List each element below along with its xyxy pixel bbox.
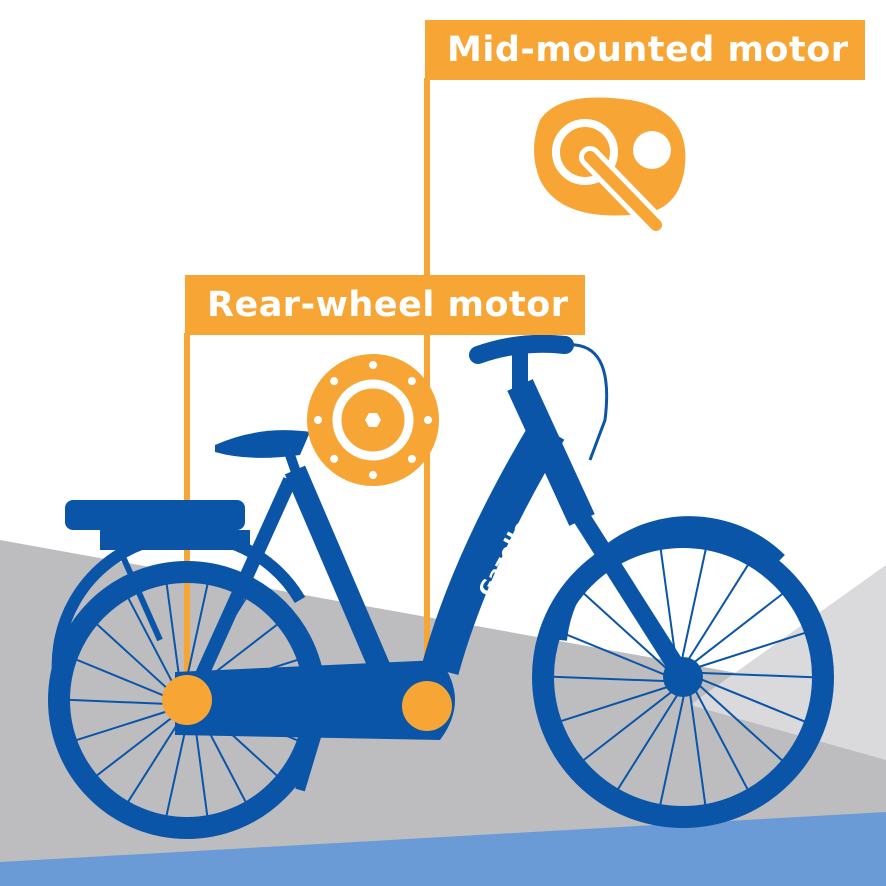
spoke bbox=[582, 683, 682, 762]
rear-motor-label: Rear-wheel motor bbox=[185, 275, 585, 335]
hub-bolt bbox=[330, 377, 339, 386]
spoke bbox=[678, 548, 707, 670]
spoke bbox=[690, 677, 784, 762]
spoke bbox=[560, 631, 676, 680]
spoke bbox=[684, 592, 784, 671]
rear-motor-marker bbox=[162, 675, 212, 725]
hub-bolt bbox=[369, 471, 377, 479]
mid-motor-marker bbox=[402, 681, 452, 731]
spoke bbox=[94, 706, 186, 778]
spoke bbox=[689, 671, 814, 679]
hub-bolt bbox=[424, 416, 432, 424]
ground bbox=[0, 812, 886, 886]
bike bbox=[48, 334, 834, 839]
hub-bolt bbox=[330, 454, 339, 463]
spoke bbox=[681, 564, 750, 670]
hill-light bbox=[690, 565, 886, 760]
hub-bolt bbox=[407, 454, 416, 463]
spoke bbox=[560, 682, 679, 723]
spoke bbox=[66, 698, 181, 706]
spoke bbox=[687, 631, 806, 672]
hub-bolt bbox=[369, 361, 377, 369]
mid-motor-label: Mid-mounted motor bbox=[425, 20, 865, 80]
hub-motor-icon bbox=[307, 354, 439, 486]
spoke bbox=[582, 592, 676, 677]
spoke bbox=[552, 675, 677, 683]
spoke bbox=[659, 684, 688, 806]
crank-motor-icon bbox=[534, 97, 686, 236]
hub-bolt bbox=[407, 377, 416, 386]
spoke bbox=[616, 684, 685, 790]
spoke bbox=[94, 621, 180, 700]
spoke bbox=[687, 682, 707, 806]
spoke bbox=[73, 705, 183, 742]
spoke bbox=[73, 657, 180, 703]
spoke bbox=[126, 595, 181, 697]
spoke bbox=[690, 674, 806, 723]
front-wheel bbox=[532, 526, 834, 828]
spoke bbox=[689, 680, 749, 791]
hub-bolt bbox=[314, 416, 322, 424]
